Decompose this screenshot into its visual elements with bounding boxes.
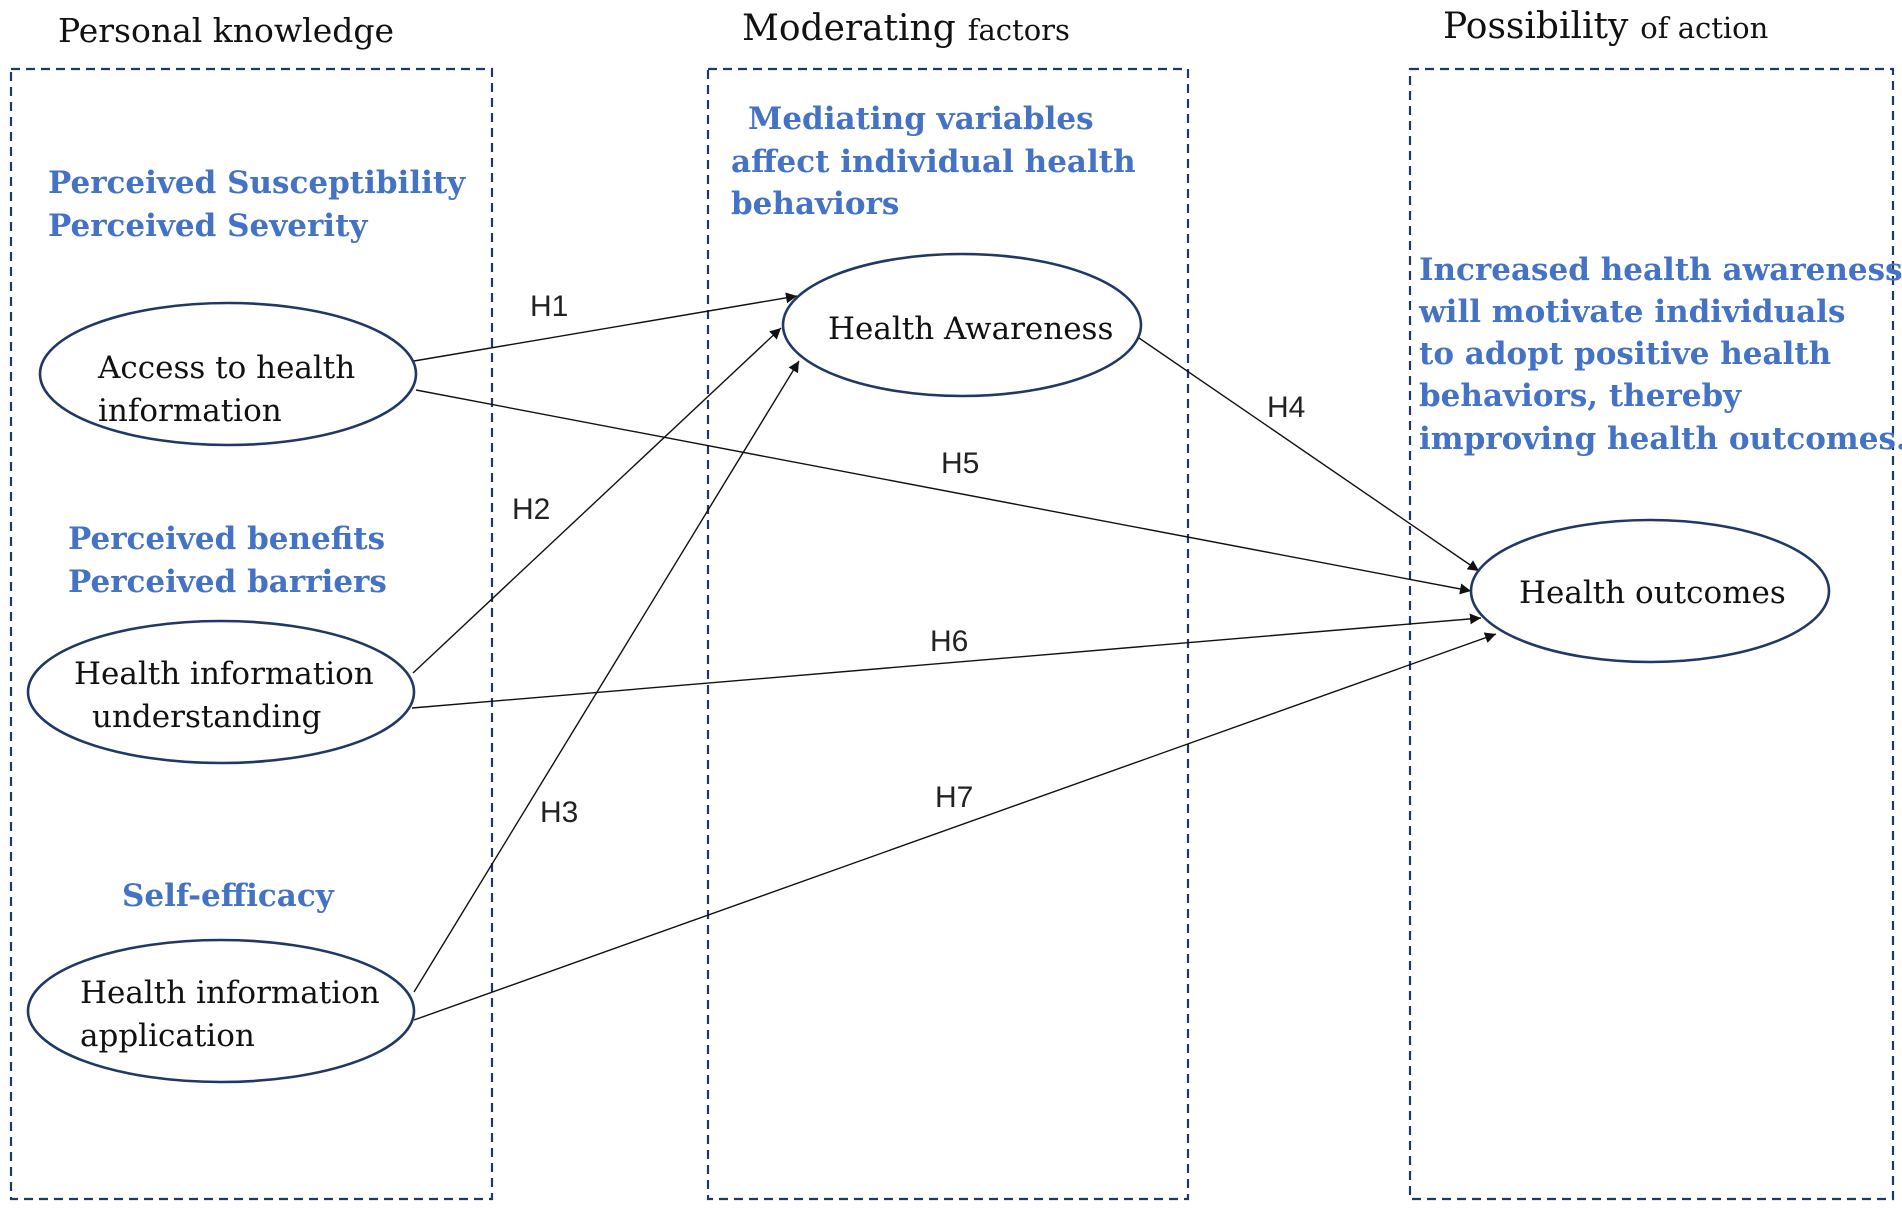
note-increased-health-awareness: Increased health awareness will motivate…	[1418, 252, 1902, 457]
edge-h1-access-to-awareness	[413, 292, 798, 362]
label-h2: H2	[512, 493, 550, 526]
label-h3: H3	[540, 796, 578, 829]
possibility-of-action-box	[1408, 67, 1895, 1201]
edge-h4-awareness-to-outcomes	[1138, 337, 1480, 572]
label-h1: H1	[530, 290, 568, 323]
note-mediating-variables: Mediating variables affect individual he…	[731, 101, 1146, 222]
svg-text:Health information under: Health information understanding	[74, 656, 384, 735]
node-access-to-health-information: Access to health information	[38, 301, 418, 447]
svg-text:Health information appli: Health information application	[80, 975, 390, 1054]
node-health-awareness: Health Awareness	[781, 252, 1143, 398]
edge-h6-understanding-to-outcomes	[411, 613, 1482, 709]
label-h7: H7	[935, 781, 973, 814]
svg-text:Health Awareness: Health Awareness	[828, 311, 1113, 347]
moderating-factors-box	[706, 67, 1190, 1201]
node-health-outcomes: Health outcomes	[1469, 518, 1831, 664]
svg-text:Access to health informa: Access to health information	[97, 350, 365, 429]
note-perceived-susceptibility-severity: Perceived Susceptibility Perceived Sever…	[48, 165, 476, 244]
svg-text:Health outcomes: Health outcomes	[1519, 575, 1786, 611]
label-h4: H4	[1267, 391, 1305, 424]
note-self-efficacy: Self-efficacy	[122, 878, 335, 914]
label-h5: H5	[941, 447, 979, 480]
edge-h7-application-to-outcomes	[413, 632, 1497, 1021]
node-health-information-application: Health information application	[26, 938, 416, 1084]
edge-h5-access-to-outcomes	[415, 389, 1472, 595]
edge-h3-application-to-awareness	[413, 360, 800, 993]
note-perceived-benefits-barriers: Perceived benefits Perceived barriers	[68, 521, 396, 600]
node-health-information-understanding: Health information understanding	[26, 619, 416, 765]
label-h6: H6	[930, 625, 968, 658]
edge-h2-understanding-to-awareness	[412, 327, 782, 674]
personal-knowledge-box	[9, 67, 494, 1201]
column-title-personal-knowledge: Personal knowledge	[58, 11, 394, 50]
